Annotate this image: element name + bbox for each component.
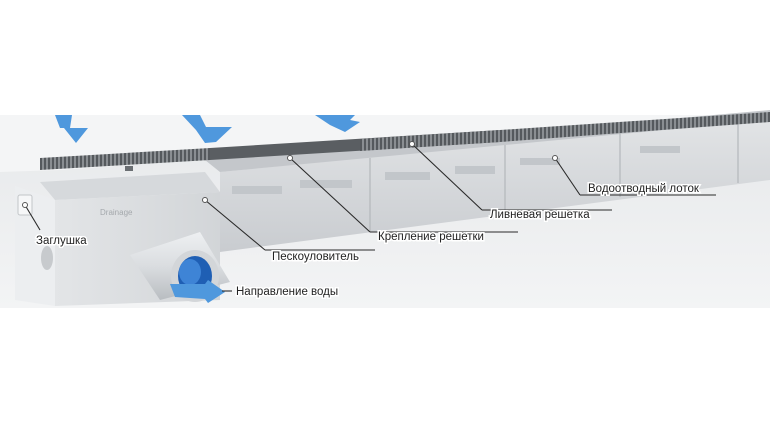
callout-water-direction: Направление воды: [222, 285, 340, 300]
grate-middle-slots: [360, 130, 500, 151]
arrow-3: [315, 115, 360, 132]
arrow-1: [55, 115, 88, 143]
grate-right: [500, 112, 770, 142]
label-water-direction: Направление воды: [236, 286, 338, 298]
grate-left: [40, 148, 210, 170]
callout-storm-grate: Ливневая решетка: [409, 141, 612, 223]
label-sand-trap: Пескоуловитель: [272, 251, 359, 263]
sand-trap-top: [40, 172, 220, 200]
plug-hole: [41, 246, 53, 270]
water-direction-arrows: [55, 115, 360, 303]
sand-trap-side: [15, 186, 55, 306]
callout-sand-trap: Пескоуловитель: [202, 197, 375, 265]
label-drainage-channel: Водоотводный лоток: [588, 183, 700, 195]
channel-body: [220, 118, 770, 252]
callout-drainage-channel: Водоотводный лоток: [552, 155, 716, 197]
arrow-2: [182, 115, 232, 143]
callout-grate-fastening: Крепление решетки: [287, 155, 518, 245]
channel-ribs: [232, 146, 680, 194]
callout-plug: Заглушка: [22, 202, 89, 249]
grate-fastening-bolt: [125, 166, 133, 171]
sand-trap-brand: Drainage: [100, 208, 133, 217]
arrow-outflow: [170, 280, 225, 303]
label-grate-fastening: Крепление решетки: [378, 231, 484, 243]
label-storm-grate: Ливневая решетка: [490, 209, 590, 221]
channel-segments: [369, 121, 739, 232]
label-plug: Заглушка: [36, 235, 87, 247]
